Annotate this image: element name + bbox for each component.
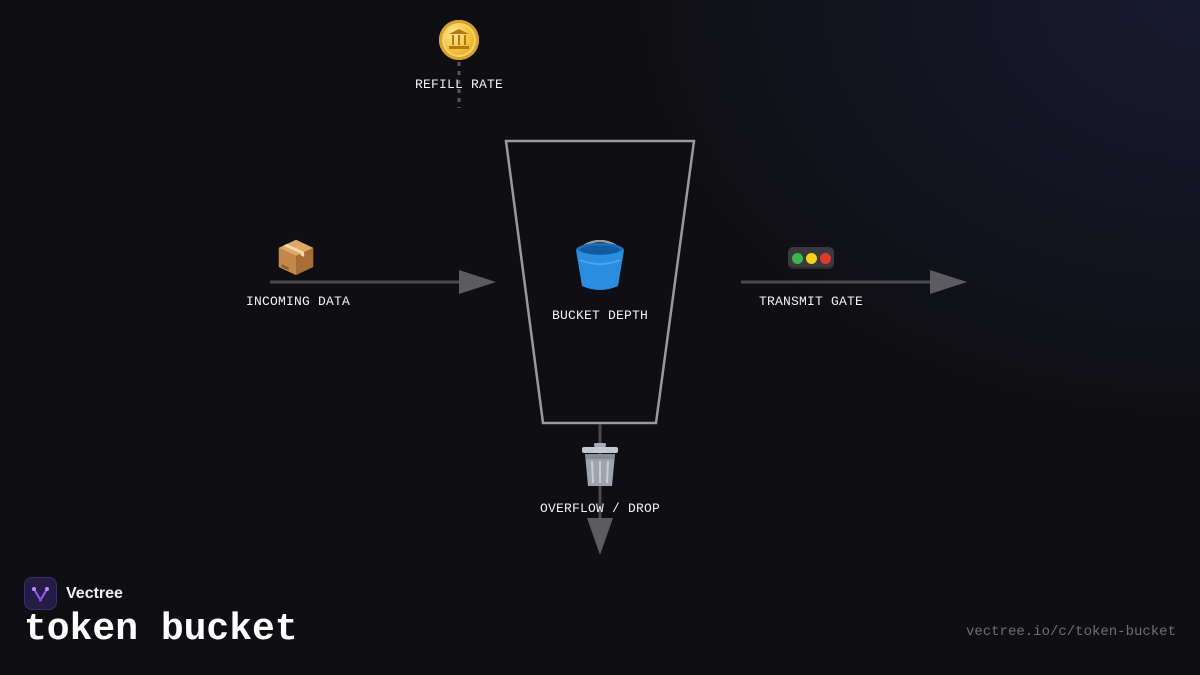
coin-icon: [439, 20, 479, 60]
brand: Vectree: [24, 577, 123, 610]
transmit-arrowhead: [930, 270, 967, 294]
page-title: token bucket: [24, 608, 298, 651]
overflow-drop-label: OVERFLOW / DROP: [539, 501, 661, 516]
traffic-light-icon: [788, 247, 834, 269]
refill-rate-label: REFILL RATE: [414, 77, 504, 92]
incoming-arrowhead: [459, 270, 496, 294]
trash-icon: [578, 442, 622, 488]
bucket-depth-label: BUCKET DEPTH: [551, 308, 649, 323]
package-icon: [276, 237, 320, 281]
brand-name: Vectree: [66, 584, 123, 602]
vectree-logo-icon: [24, 577, 57, 610]
overflow-arrowhead: [587, 518, 613, 555]
bucket-icon: [572, 240, 628, 292]
transmit-gate-label: TRANSMIT GATE: [758, 294, 864, 309]
incoming-data-label: INCOMING DATA: [245, 294, 351, 309]
source-url[interactable]: vectree.io/c/token-bucket: [965, 624, 1176, 640]
